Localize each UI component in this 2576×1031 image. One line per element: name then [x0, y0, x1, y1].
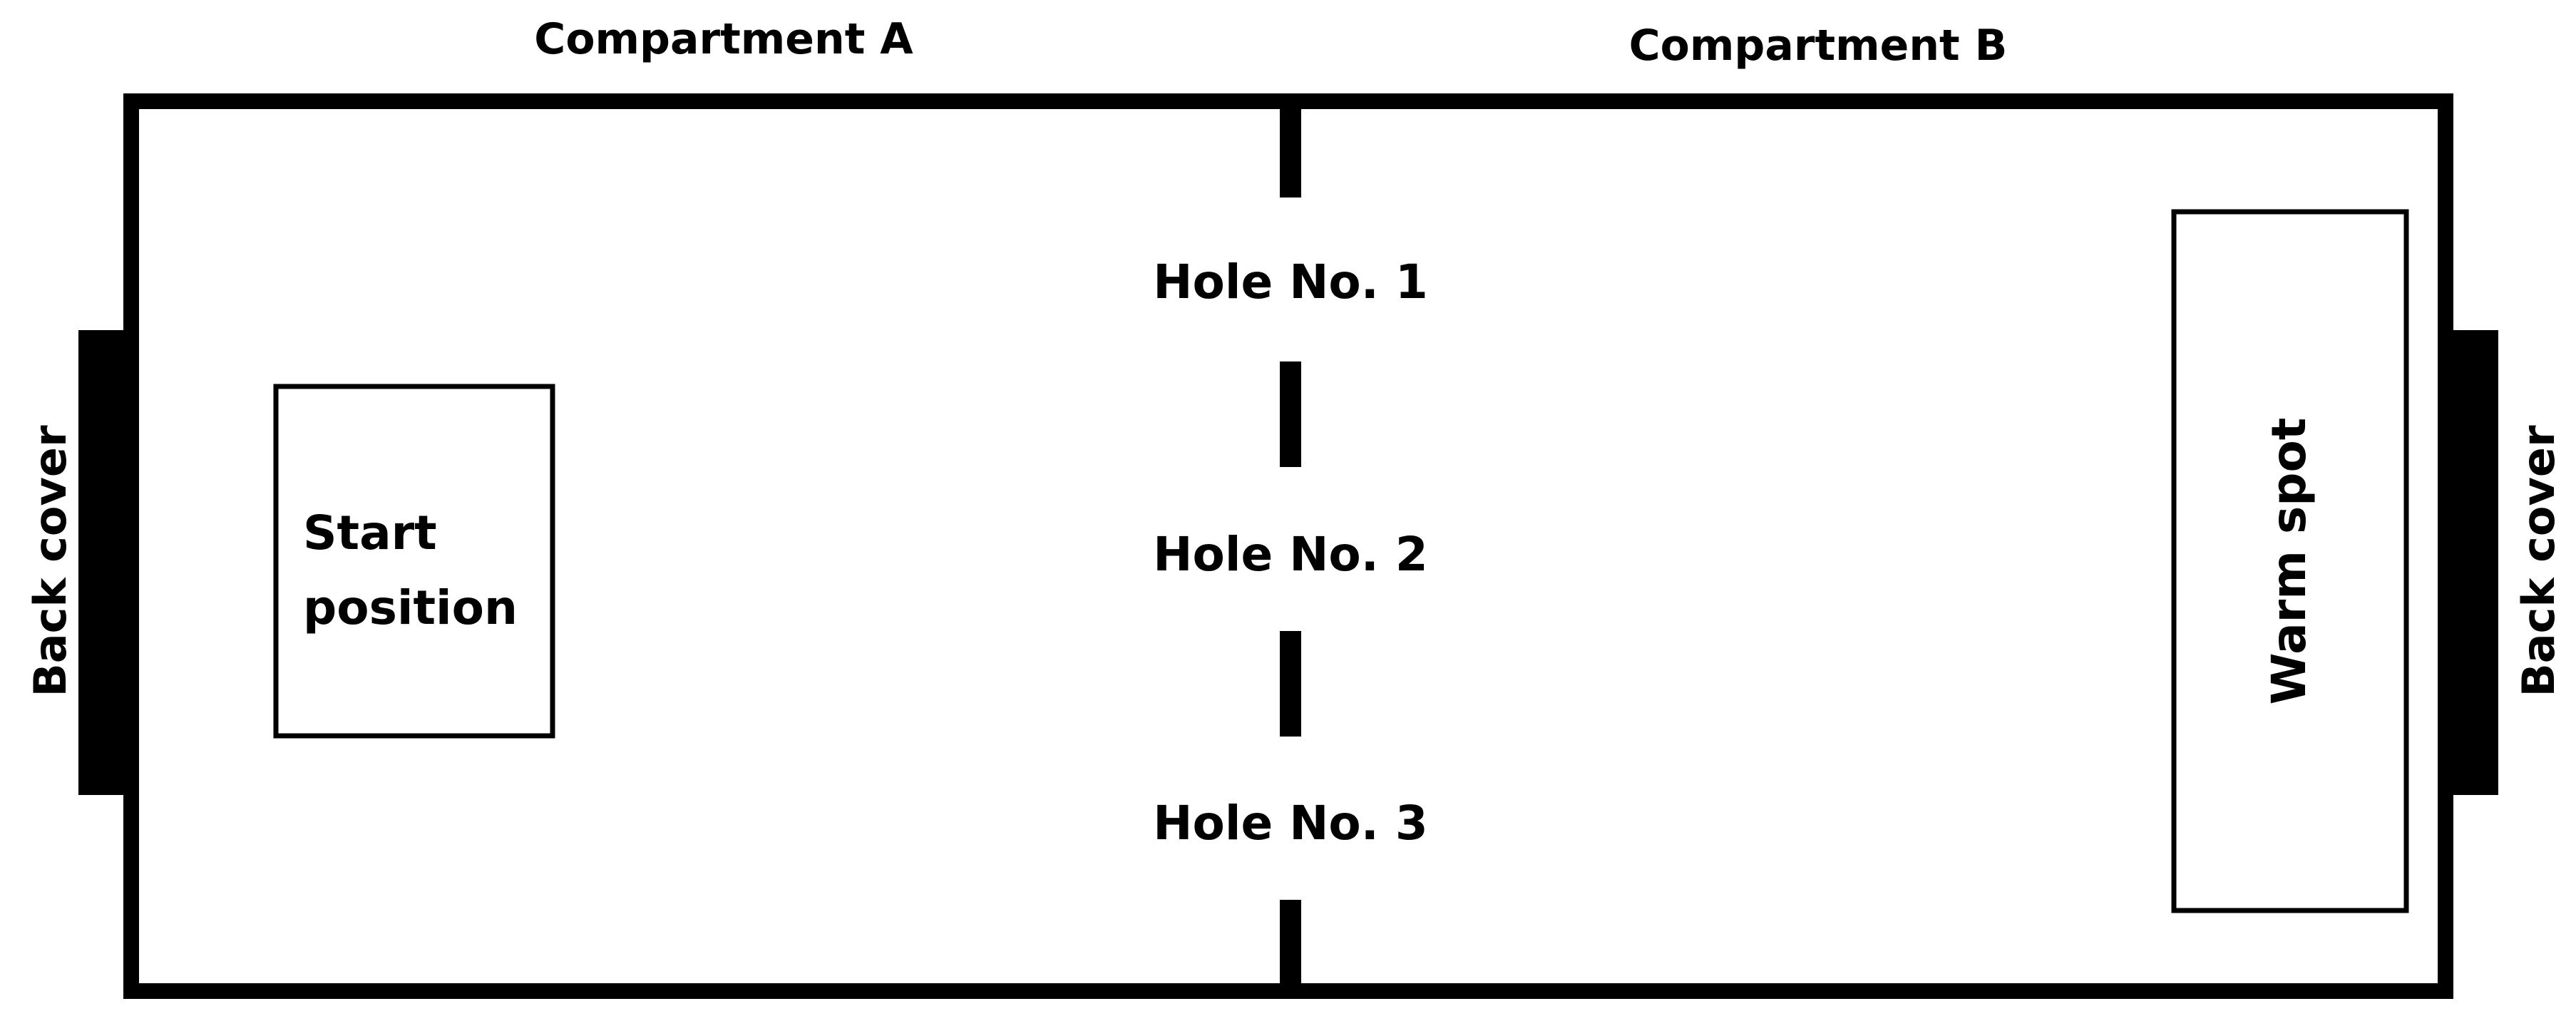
- divider-wall-segment-1: [1280, 101, 1301, 198]
- compartment-a-label: Compartment A: [534, 14, 913, 64]
- start-position-label-line1: Start: [303, 506, 437, 560]
- compartment-b-label: Compartment B: [1629, 21, 2008, 71]
- divider-wall-segment-4: [1280, 900, 1301, 991]
- hole-label-2: Hole No. 2: [1153, 527, 1428, 582]
- divider-wall-segment-2: [1280, 361, 1301, 467]
- warm-spot-label: Warm spot: [2262, 418, 2316, 705]
- start-position-box: [273, 384, 555, 739]
- divider-wall-segment-3: [1280, 631, 1301, 737]
- back-cover-right-label: Back cover: [2513, 425, 2565, 697]
- back-cover-left-label: Back cover: [24, 425, 76, 697]
- back-cover-right-bar: [2452, 330, 2498, 795]
- hole-label-3: Hole No. 3: [1153, 796, 1428, 851]
- back-cover-left-bar: [78, 330, 125, 795]
- hole-label-1: Hole No. 1: [1153, 255, 1428, 309]
- start-position-label-line2: position: [303, 580, 518, 635]
- warm-spot-box: [2171, 209, 2409, 913]
